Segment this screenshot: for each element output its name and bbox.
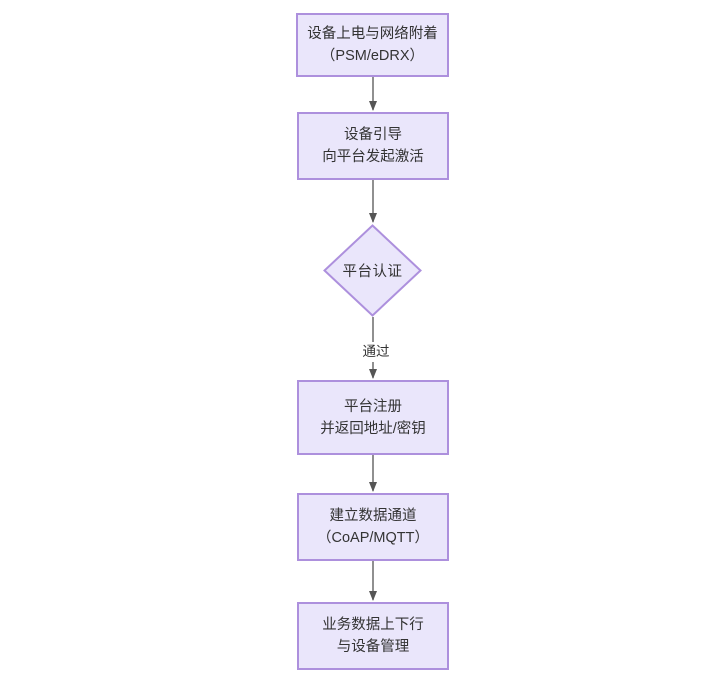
node-power-line-2: （PSM/eDRX） — [320, 48, 425, 64]
node-data-line-1: 业务数据上下行 — [322, 617, 424, 633]
node-register-line-1: 平台注册 — [344, 398, 402, 415]
edge-label-pass: 通过 — [352, 342, 400, 362]
node-platform-authentication[interactable]: 平台认证 — [323, 224, 422, 317]
node-device-power-on[interactable]: 设备上电与网络附着 （PSM/eDRX） — [296, 13, 449, 77]
node-bootstrap-line-1: 设备引导 — [344, 127, 402, 143]
node-bootstrap-line-2: 向平台发起激活 — [322, 149, 424, 165]
node-power-line-1: 设备上电与网络附着 — [307, 26, 438, 42]
diamond-shape — [323, 224, 422, 317]
node-establish-data-channel[interactable]: 建立数据通道 （CoAP/MQTT） — [297, 493, 449, 561]
node-auth-label: 平台认证 — [342, 264, 403, 280]
node-business-data-and-device-management[interactable]: 业务数据上下行 与设备管理 — [297, 602, 449, 670]
node-channel-line-1: 建立数据通道 — [329, 508, 417, 524]
node-data-line-2: 与设备管理 — [336, 639, 410, 655]
node-platform-registration[interactable]: 平台注册 并返回地址/密钥 — [297, 380, 449, 455]
node-register-line-2: 并返回地址/密钥 — [320, 420, 426, 437]
node-device-bootstrap[interactable]: 设备引导 向平台发起激活 — [297, 112, 449, 180]
node-channel-line-2: （CoAP/MQTT） — [317, 530, 429, 546]
